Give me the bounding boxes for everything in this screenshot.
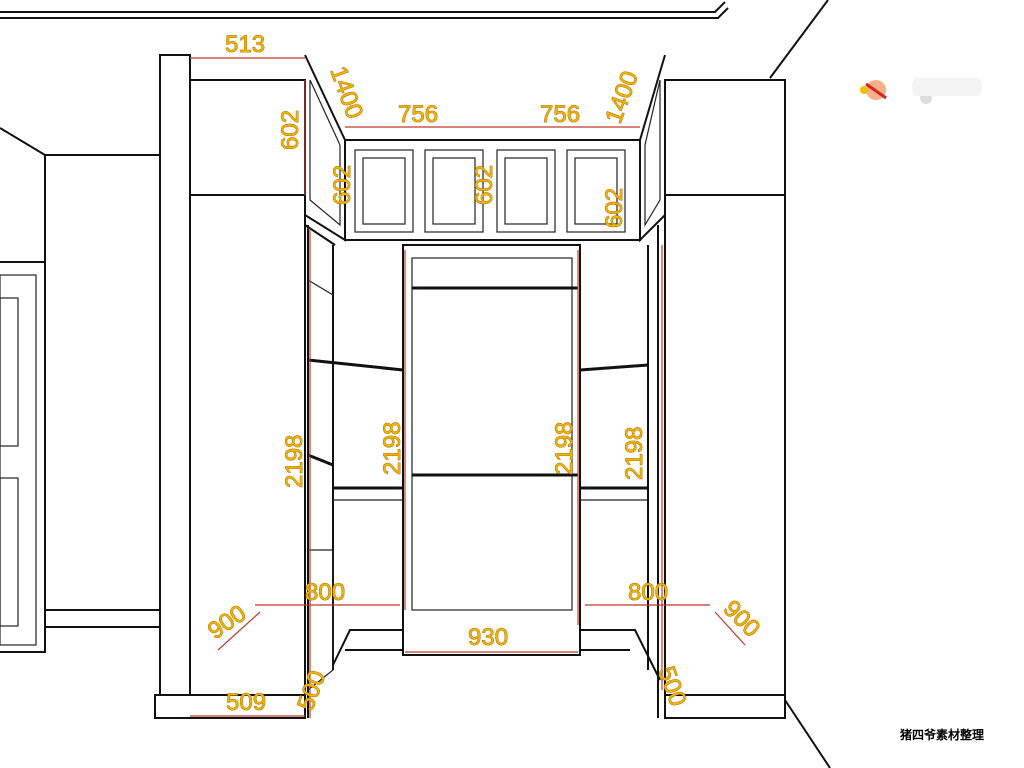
dim-inner-left-height: 2198 bbox=[379, 422, 406, 475]
dim-top-left-width: 513 bbox=[225, 31, 265, 58]
dim-right-upper-height: 602 bbox=[601, 188, 628, 228]
dim-left-panel-height: 2198 bbox=[281, 435, 308, 488]
dim-left-top-height: 602 bbox=[277, 110, 304, 150]
dim-right-depth: 800 bbox=[628, 579, 668, 606]
watermark-logo bbox=[858, 70, 998, 110]
dim-left-base-width: 509 bbox=[226, 689, 266, 716]
dim-center-width: 930 bbox=[468, 624, 508, 651]
dim-right-panel-height: 2198 bbox=[621, 427, 648, 480]
caption: 猪四爷素材整理 bbox=[900, 728, 985, 742]
dim-left-depth: 800 bbox=[305, 579, 345, 606]
door bbox=[0, 261, 46, 653]
dim-left-corner-depth: 1400 bbox=[324, 63, 368, 122]
dim-left-upper-height: 602 bbox=[329, 165, 356, 205]
dim-top-width-right: 756 bbox=[540, 101, 580, 128]
right-units bbox=[579, 54, 786, 719]
dim-top-width-left: 756 bbox=[398, 101, 438, 128]
upper-cabinets bbox=[344, 139, 641, 241]
left-units bbox=[154, 54, 404, 719]
dim-center-upper-height: 602 bbox=[471, 165, 498, 205]
dimension-lines bbox=[190, 57, 746, 718]
dim-right-corner-depth: 1400 bbox=[600, 68, 644, 127]
dim-inner-right-height: 2198 bbox=[551, 422, 578, 475]
center-unit bbox=[402, 244, 581, 656]
